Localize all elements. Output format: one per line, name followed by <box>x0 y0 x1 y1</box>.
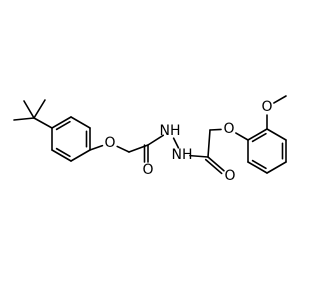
atom-symbol: O <box>223 121 234 137</box>
single-bond-line <box>33 99 46 119</box>
atom-label-o-carbonyl1: O <box>142 162 153 178</box>
double-bond-line <box>51 149 72 162</box>
single-bond-line <box>70 149 91 162</box>
double-bond-line <box>207 156 225 172</box>
single-bond-line <box>13 117 35 121</box>
atom-symbol: O <box>142 162 153 178</box>
single-bond-line <box>172 137 180 149</box>
double-bond-line <box>247 161 268 174</box>
single-bond-line <box>70 116 91 129</box>
double-bond-line <box>51 116 72 129</box>
atom-symbol: O <box>261 99 272 115</box>
double-bond-second-line <box>204 158 223 175</box>
atom-label-o-methoxy: O <box>261 99 272 115</box>
single-bond-line <box>33 117 53 129</box>
single-bond-line <box>209 128 222 131</box>
double-bond-line <box>247 128 268 141</box>
atom-label-o-ether1: O <box>104 135 115 151</box>
single-bond-line <box>266 128 287 141</box>
double-bond-inner-line <box>251 159 267 170</box>
atom-label-n1: NH <box>160 123 181 139</box>
double-bond-inner-line <box>251 132 267 143</box>
atom-label-o-carbonyl2: O <box>224 168 235 184</box>
single-bond-line <box>189 154 209 158</box>
atom-label-o-ether2: O <box>223 121 234 137</box>
atom-symbol: O <box>104 135 115 151</box>
single-bond-line <box>89 144 104 151</box>
bond-layer <box>13 95 287 175</box>
single-bond-line <box>23 100 35 119</box>
single-bond-line <box>235 132 249 141</box>
molecule-structure: O O NH NH O O O <box>13 95 287 184</box>
single-bond-line <box>266 161 287 174</box>
single-bond-line <box>116 145 130 153</box>
atom-symbol: NH <box>160 123 181 139</box>
single-bond-line <box>147 134 165 146</box>
double-bond-inner-line <box>55 120 71 131</box>
atom-label-n2: NH <box>172 147 193 163</box>
single-bond-line <box>207 129 211 158</box>
atom-symbol: NH <box>172 147 193 163</box>
single-bond-line <box>273 95 287 104</box>
atom-label-layer: O O NH NH O O O <box>104 99 272 184</box>
double-bond-inner-line <box>55 147 71 158</box>
atom-symbol: O <box>224 168 235 184</box>
